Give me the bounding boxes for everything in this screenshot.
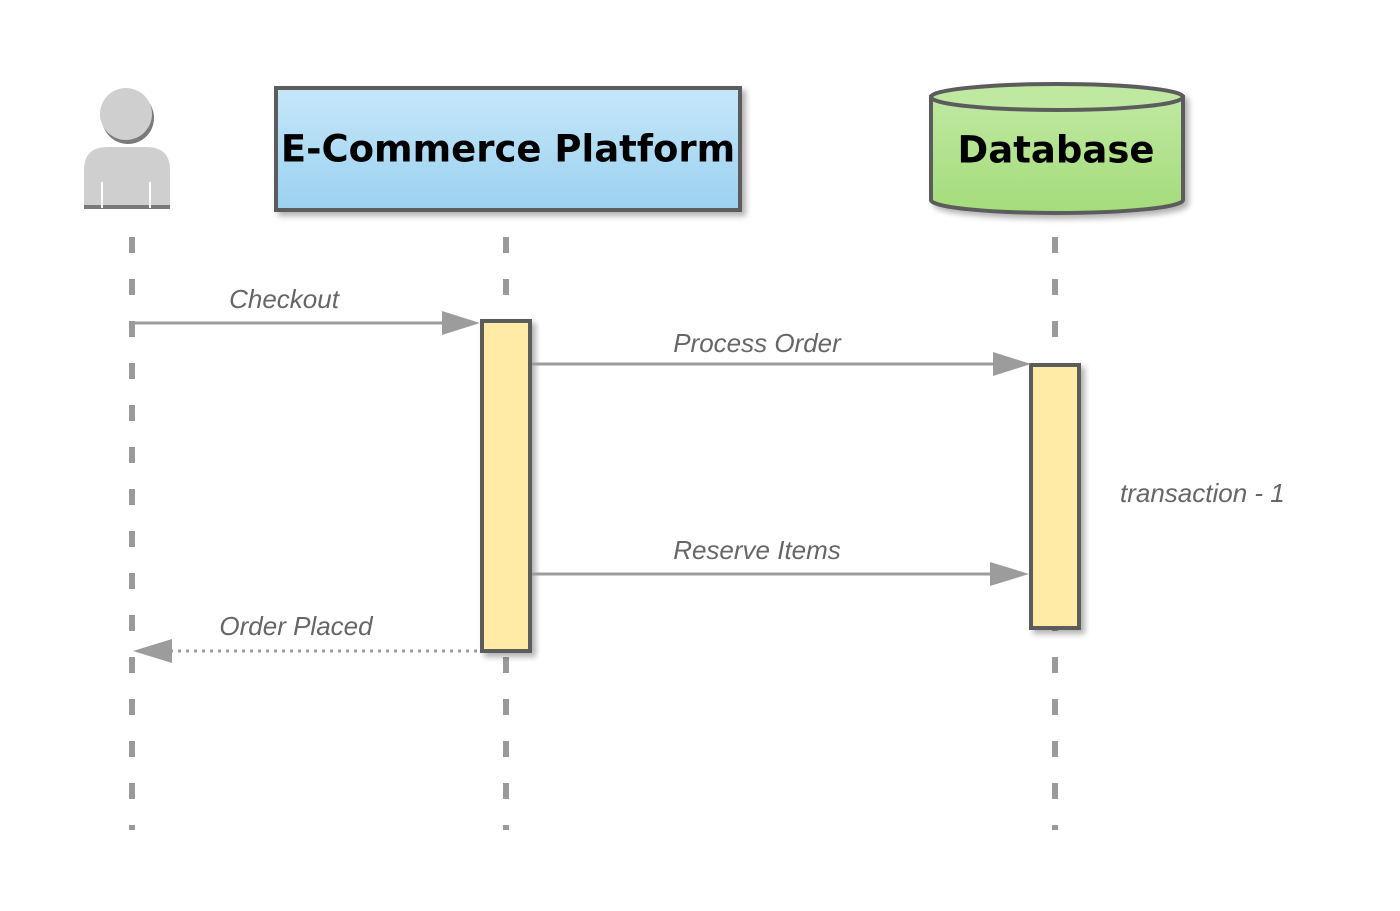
arrowhead-left-icon (133, 639, 172, 663)
database-activation-bar (1029, 363, 1081, 630)
platform-participant: E-Commerce Platform (274, 86, 742, 212)
database-participant: Database (929, 82, 1185, 215)
arrowhead-right-icon (993, 352, 1031, 376)
message-label: Reserve Items (673, 535, 841, 565)
transaction-note: transaction - 1 (1120, 478, 1285, 508)
user-icon (84, 88, 170, 209)
message-process-order: Process Order (532, 328, 1031, 376)
message-label: Order Placed (219, 611, 374, 641)
arrowhead-right-icon (990, 562, 1029, 586)
platform-box (274, 86, 742, 212)
database-label: Database (958, 129, 1155, 172)
platform-activation-bar (480, 319, 532, 653)
platform-label: E-Commerce Platform (281, 128, 735, 171)
message-label: Checkout (229, 284, 341, 314)
message-order-placed: Order Placed (133, 611, 482, 663)
arrowhead-right-icon (442, 311, 480, 335)
message-label: Process Order (673, 328, 842, 358)
message-reserve-items: Reserve Items (532, 535, 1029, 586)
database-cylinder-icon (929, 82, 1185, 215)
message-checkout: Checkout (132, 284, 480, 335)
